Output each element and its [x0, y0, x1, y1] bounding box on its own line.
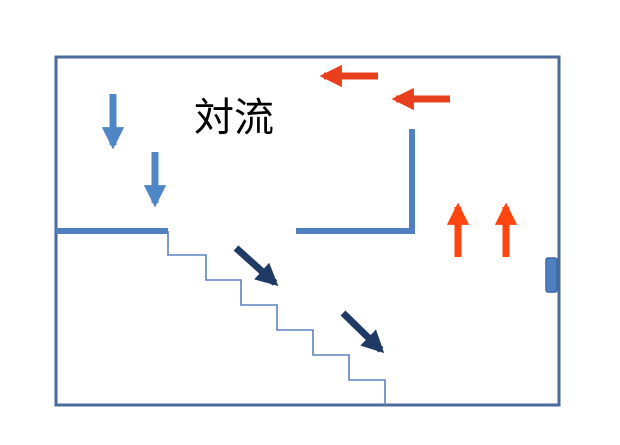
- diagram-title: 対流: [194, 95, 274, 141]
- floor-slab-right: [296, 129, 415, 234]
- staircase: [167, 231, 386, 405]
- wall-vent: [545, 257, 558, 293]
- arrow-down-right-icon: [340, 310, 385, 354]
- arrow-down-right-icon: [233, 245, 279, 286]
